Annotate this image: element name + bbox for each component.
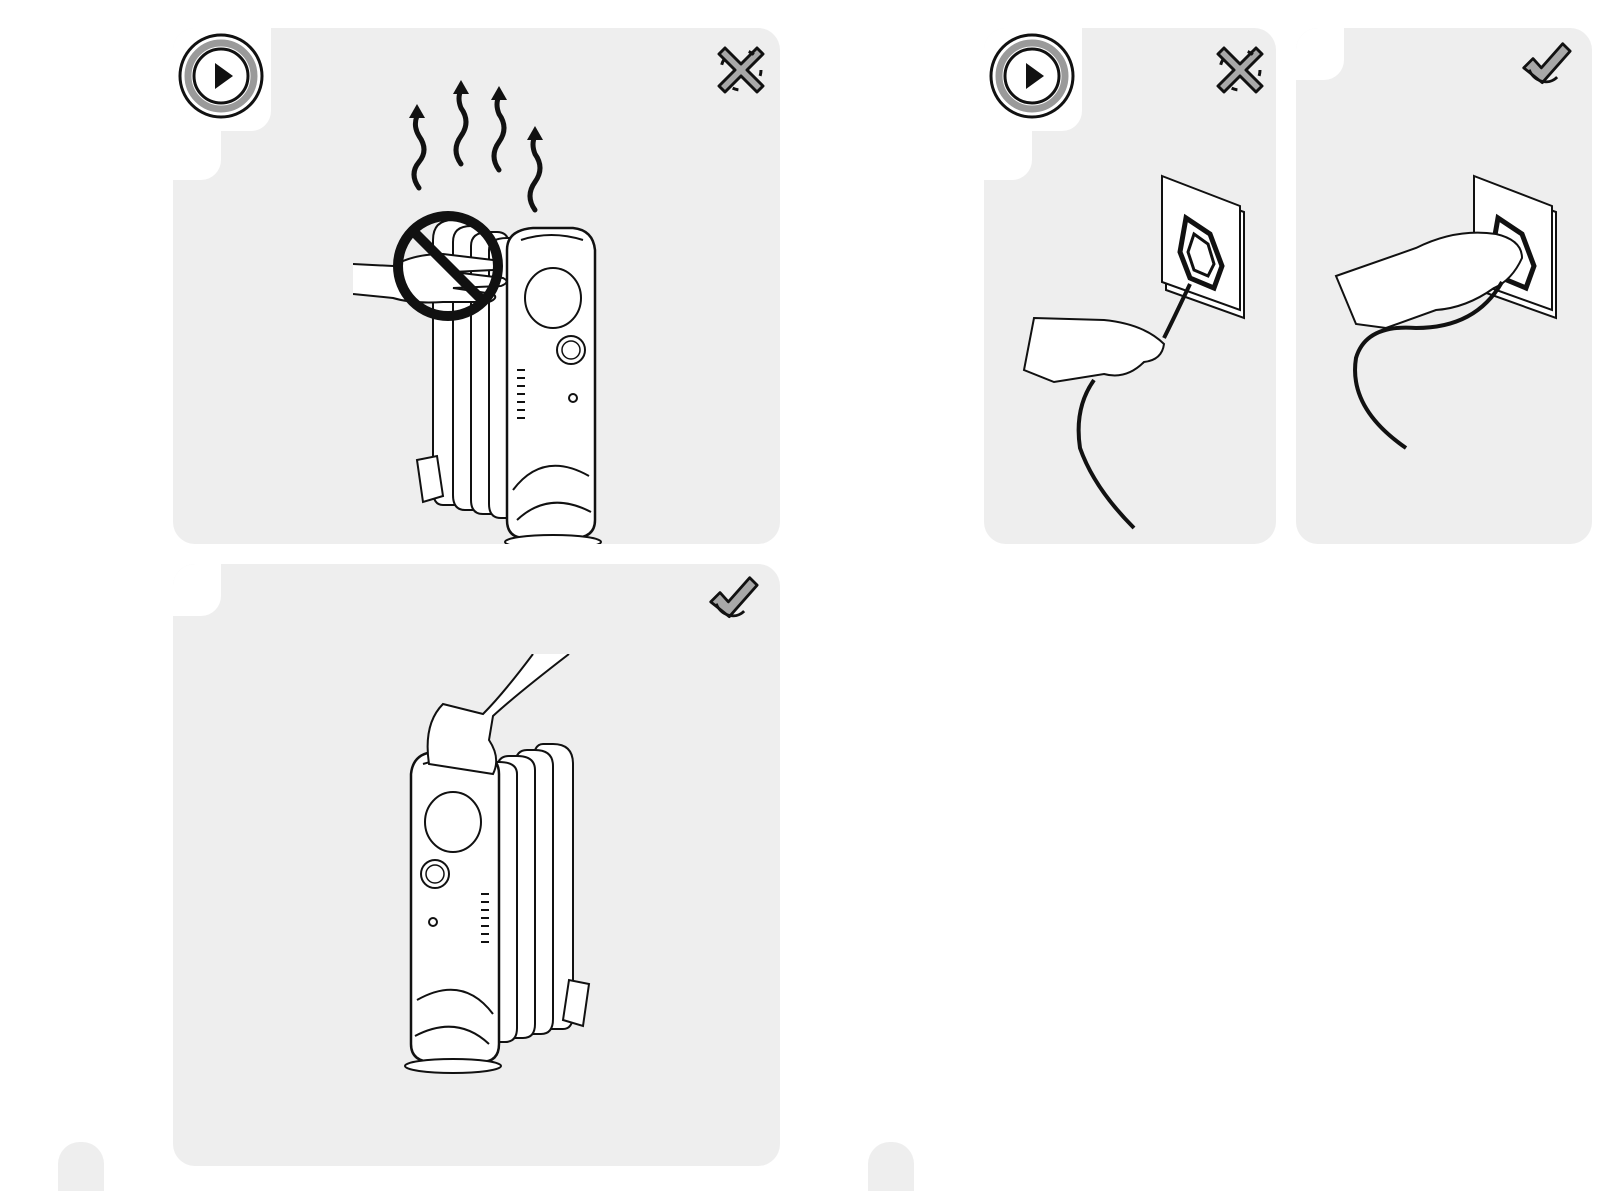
panel-carry-by-handle [173,564,780,1166]
panel-notch [173,564,221,616]
panel-pull-plug-from-socket [1296,28,1592,544]
cross-mark-icon [1214,44,1266,96]
panel-notch [1296,28,1344,80]
socket-cord-illustration [1014,148,1264,538]
cross-mark-icon [715,44,767,96]
socket-plug-illustration [1326,148,1576,508]
prohibition-icon [388,206,508,326]
play-badge-icon[interactable] [988,32,1076,120]
heater-carry-illustration [383,654,623,1134]
page-edge-tab [58,1142,104,1191]
check-mark-icon [707,574,759,626]
heat-waves-icon [414,90,540,210]
panel-touch-hot-heater [173,28,780,544]
page-edge-tab [868,1142,914,1191]
check-mark-icon [1520,40,1572,92]
panel-pull-cord-from-socket [984,28,1276,544]
play-badge-icon[interactable] [177,32,265,120]
